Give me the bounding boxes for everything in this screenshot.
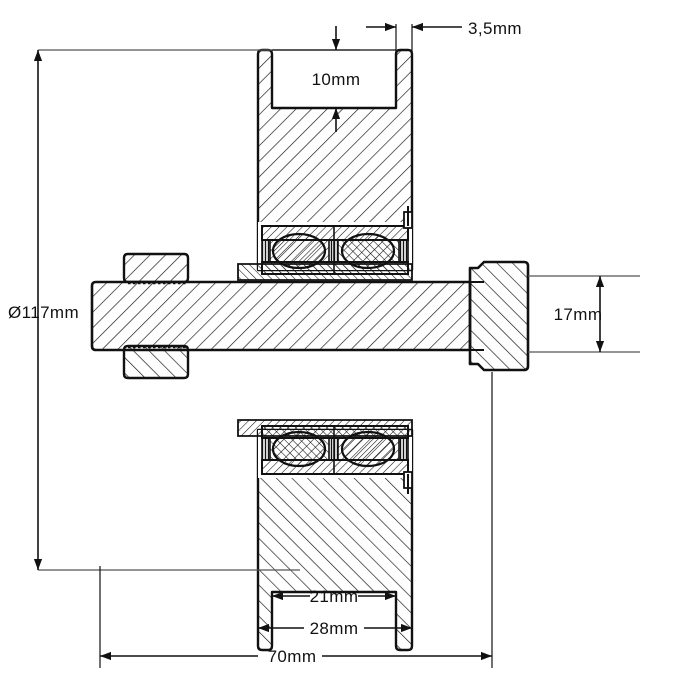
shaft-shoulder-upper xyxy=(237,263,413,281)
bearing-seal-left-upper xyxy=(261,239,271,263)
dimension-groove-width: 21mm xyxy=(271,587,397,606)
shaft-collar-group xyxy=(237,263,413,437)
bearing-outer-ring-lower-outline xyxy=(261,459,409,475)
dimension-label-overall-length: 70mm xyxy=(268,647,317,666)
shaft xyxy=(90,260,530,372)
dimension-outer-diameter: Ø117mm xyxy=(8,49,360,571)
bearing-seal-right-lower xyxy=(398,437,409,461)
dimension-shaft-height: 17mm xyxy=(528,275,640,353)
dimension-groove-depth: 10mm xyxy=(272,26,396,132)
shaft-head-right xyxy=(468,260,530,372)
hex-nut xyxy=(122,252,190,380)
dimension-label-groove-depth: 10mm xyxy=(312,70,361,89)
bearing-seal-left-lower xyxy=(261,437,271,461)
retainer-group xyxy=(403,206,413,494)
part-geometry xyxy=(90,48,530,652)
shaft-shoulder-lower xyxy=(237,419,413,437)
dimension-label-groove-width: 21mm xyxy=(310,587,359,606)
bearing-outer-ring-upper-outline xyxy=(261,225,409,241)
dimension-overall-length: 70mm xyxy=(99,372,493,668)
pulley-body-lower xyxy=(256,428,414,652)
dimension-label-outer-diameter: Ø117mm xyxy=(8,303,79,322)
dimension-label-rim-thickness: 3,5mm xyxy=(468,19,522,38)
bearing-seal-right-upper xyxy=(398,239,409,263)
dimension-label-shaft-height: 17mm xyxy=(554,305,603,324)
dimension-pulley-width: 28mm xyxy=(257,592,413,638)
hex-nut-upper xyxy=(122,252,190,284)
dimension-rim-thickness: 3,5mm xyxy=(366,19,522,58)
hex-nut-lower xyxy=(122,344,190,380)
shaft-body xyxy=(90,280,472,352)
dimension-label-pulley-width: 28mm xyxy=(310,619,359,638)
